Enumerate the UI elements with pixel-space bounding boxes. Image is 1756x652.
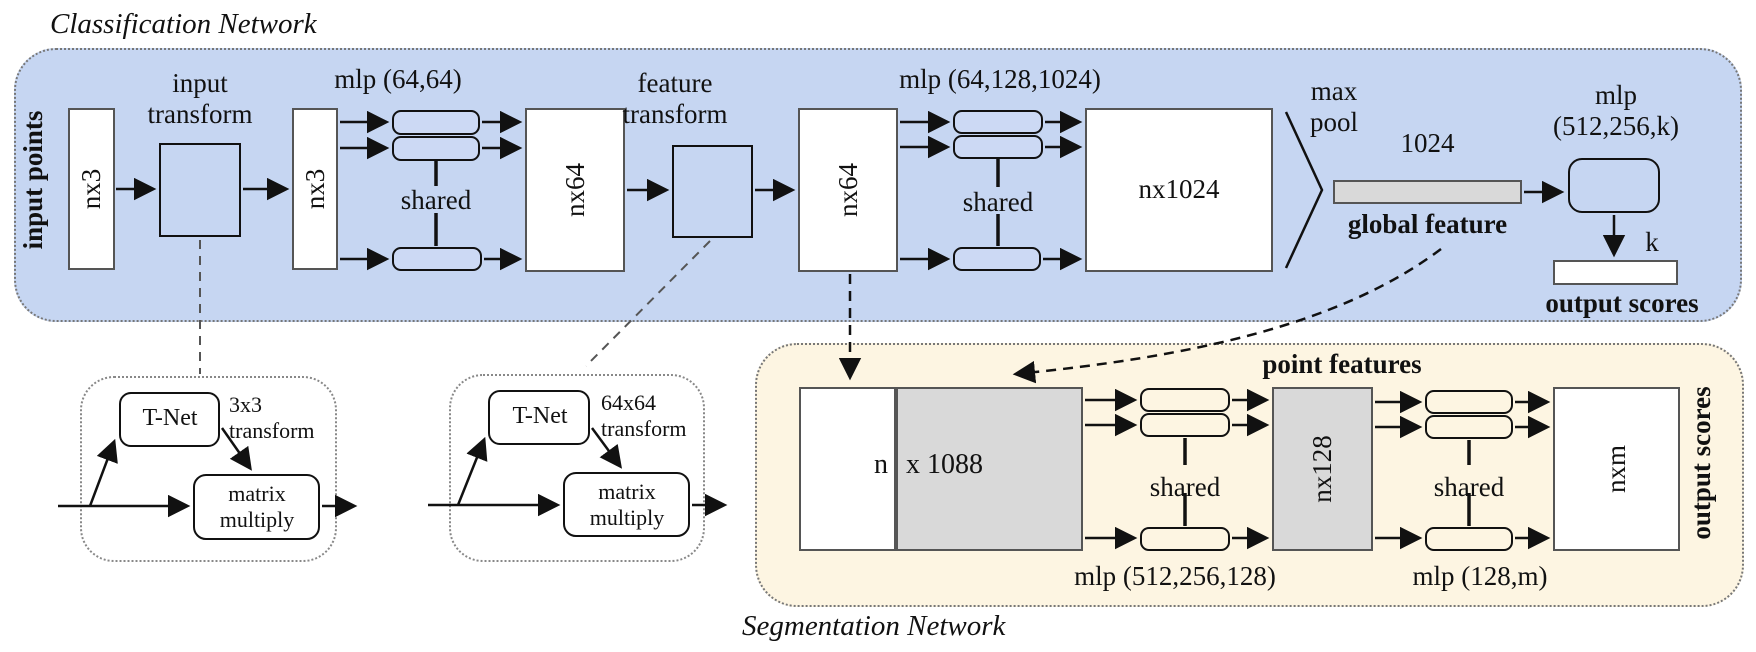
nx64-label-second: nx64 (833, 163, 863, 217)
tnet2-label: T-Net (512, 403, 568, 429)
input-transform-label: input transform (147, 68, 253, 130)
feature-vector-1024-label: 1024 (1400, 128, 1455, 158)
matrix-multiply1-label: matrix multiply (219, 481, 295, 532)
seg-shared-mlp1-unit-b (1140, 413, 1230, 437)
max-pool-chevron (1284, 111, 1324, 269)
seg-shared-mlp1-unit-c (1140, 527, 1230, 551)
classification-output-bar (1553, 260, 1678, 285)
nx64-box-second (798, 108, 898, 272)
point-features-1088-box (896, 387, 1083, 551)
classification-network-title: Classification Network (50, 8, 317, 40)
shared-mlp1-unit-c (392, 247, 482, 271)
nx64-label-first: nx64 (560, 163, 590, 217)
matrix-multiply2-label: matrix multiply (589, 479, 665, 530)
seg-shared-mlp1-unit-a (1140, 388, 1230, 412)
shared-mlp2-unit-a (953, 110, 1043, 134)
seg-shared-label-2: shared (1433, 472, 1505, 502)
transform-3x3-label: 3x3 transform (229, 392, 315, 443)
feature-transform-label: feature transform (622, 68, 728, 130)
x1088-label: x 1088 (906, 449, 983, 480)
shared-connector-lines (434, 159, 1471, 526)
nxm-label: nxm (1601, 445, 1631, 494)
tnet1-label: T-Net (142, 405, 198, 431)
nx64-box-first (525, 108, 625, 272)
nx1024-box (1085, 108, 1273, 272)
mlp-64-64-label: mlp (64,64) (334, 64, 462, 94)
point-features-label: point features (1262, 349, 1422, 379)
shared-label-1: shared (400, 185, 472, 215)
seg-shared-mlp2-unit-c (1425, 527, 1513, 551)
matrix-multiply1-box (193, 474, 320, 540)
nx3-label-second: nx3 (300, 168, 330, 210)
global-feature-bar (1333, 180, 1522, 204)
classification-output-scores-label: output scores (1545, 288, 1699, 318)
nx3-label-first: nx3 (76, 168, 106, 210)
mlp-128-m-label: mlp (128,m) (1412, 561, 1548, 591)
seg-shared-mlp2-unit-a (1425, 390, 1513, 414)
shared-mlp1-unit-b (392, 136, 480, 161)
feature-transform-box (672, 145, 753, 238)
max-pool-label: max pool (1309, 76, 1358, 138)
input-transform-box (159, 143, 241, 237)
classifier-mlp-box (1568, 158, 1660, 213)
nxm-box (1553, 387, 1680, 551)
transform-64x64-label: 64x64 transform (601, 390, 687, 441)
input-points-label: input points (18, 110, 48, 250)
shared-label-2: shared (962, 187, 1034, 217)
detail-callout-dashed-lines (199, 240, 711, 374)
nx128-box (1272, 387, 1373, 551)
nx3-box-second (292, 108, 338, 270)
seg-shared-mlp2-unit-b (1425, 415, 1513, 439)
tnet2-box (488, 390, 590, 445)
shared-mlp2-unit-b (953, 135, 1043, 159)
shared-mlp1-unit-a (392, 110, 480, 135)
nx3-box-first (68, 108, 115, 270)
nx128-label: nx128 (1307, 435, 1337, 503)
global-feature-label: global feature (1347, 209, 1508, 239)
n-label: n (874, 449, 888, 480)
mlp-512-256-k-label: mlp (512,256,k) (1553, 80, 1679, 142)
segmentation-network-title: Segmentation Network (742, 610, 1006, 642)
k-label: k (1645, 227, 1659, 257)
nx1024-label: nx1024 (1138, 174, 1220, 204)
seg-shared-label-1: shared (1149, 472, 1221, 502)
mlp-64-128-1024-label: mlp (64,128,1024) (899, 64, 1101, 94)
segmentation-output-scores-label: output scores (1686, 386, 1716, 540)
shared-mlp2-unit-c (953, 247, 1041, 271)
matrix-multiply2-box (563, 472, 690, 537)
tnet1-box (119, 392, 220, 447)
solid-arrows (58, 110, 1626, 550)
skip-connection-dashed-arrows (838, 248, 1442, 384)
mlp-512-256-128-label: mlp (512,256,128) (1074, 561, 1276, 591)
point-features-n-box (799, 387, 896, 551)
